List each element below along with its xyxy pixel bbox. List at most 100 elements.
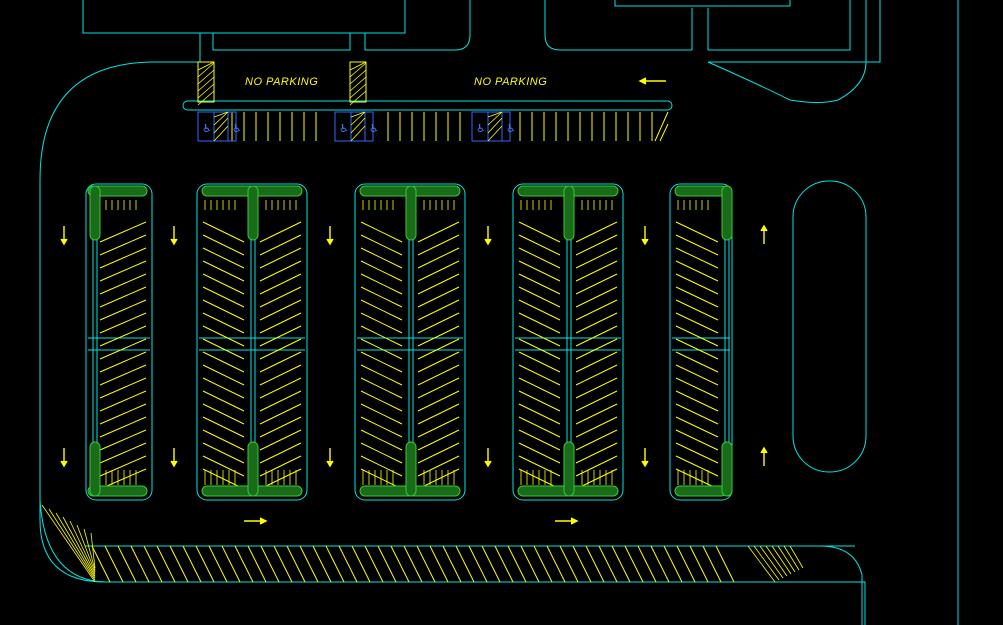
stall-stripe xyxy=(575,416,618,438)
corner-hatch xyxy=(789,545,804,569)
stall-stripe xyxy=(202,351,245,373)
stall-stripe xyxy=(202,416,245,438)
stall-stripe xyxy=(715,545,735,583)
no-parking-label-right: NO PARKING xyxy=(474,76,547,88)
island-curb xyxy=(196,183,308,501)
stall-stripe xyxy=(247,545,267,583)
arrow-down-icon xyxy=(484,226,492,246)
stall-stripe xyxy=(259,403,302,425)
stall-stripe xyxy=(360,325,403,347)
stall-stripe xyxy=(360,260,403,282)
stall-stripe xyxy=(99,351,147,373)
stall-stripe xyxy=(202,364,245,386)
wheelchair-icon: ♿ xyxy=(506,122,516,135)
arrow-right-icon xyxy=(555,517,579,525)
top-curb-strip xyxy=(182,100,673,111)
arrow-down-icon xyxy=(170,226,178,246)
stall-stripe xyxy=(351,545,371,583)
corner-hatch xyxy=(753,545,780,581)
access-aisle-hatch xyxy=(350,111,366,126)
stall-stripe xyxy=(260,545,280,583)
stall-stripe xyxy=(689,545,709,583)
stall-stripe xyxy=(259,247,302,269)
stall-stripe xyxy=(417,299,460,321)
no-parking-hatch-zones xyxy=(197,61,367,106)
stall-stripe xyxy=(417,286,460,308)
wheelchair-icon: ♿ xyxy=(339,122,349,135)
arrow-down-icon xyxy=(60,448,68,468)
stall-stripe xyxy=(99,312,147,334)
stall-stripe xyxy=(364,545,384,583)
stall-stripe xyxy=(676,545,696,583)
stall-stripe xyxy=(611,545,631,583)
lot-perimeter xyxy=(39,0,881,625)
stall-stripe xyxy=(416,545,436,583)
stall-stripe xyxy=(575,234,618,256)
stall-stripe xyxy=(518,364,561,386)
access-aisle-hatch xyxy=(213,111,229,118)
stall-stripe xyxy=(518,325,561,347)
arrow-left-icon xyxy=(638,77,666,85)
stall-stripe xyxy=(202,286,245,308)
stall-stripe xyxy=(575,377,618,399)
stall-stripe xyxy=(585,545,605,583)
stall-stripe xyxy=(99,403,147,425)
stall-stripe xyxy=(575,429,618,451)
stall-stripe xyxy=(675,377,719,399)
parking-island-rows xyxy=(85,183,733,501)
stall-stripe xyxy=(675,325,719,347)
stall-stripe xyxy=(575,390,618,412)
no-parking-hatch xyxy=(349,90,367,106)
stall-stripe xyxy=(575,325,618,347)
stall-stripe xyxy=(259,273,302,295)
stall-stripe xyxy=(390,545,410,583)
stall-stripe xyxy=(99,286,147,308)
no-parking-hatch xyxy=(197,69,215,85)
stall-stripe xyxy=(417,403,460,425)
stall-stripe xyxy=(417,429,460,451)
access-aisle-hatch xyxy=(213,125,229,142)
landscape-island xyxy=(405,185,417,241)
stall-stripe xyxy=(417,390,460,412)
stall-stripe xyxy=(575,403,618,425)
stall-stripe xyxy=(360,429,403,451)
stall-stripe xyxy=(675,312,719,334)
stall-stripe xyxy=(546,545,566,583)
stall-stripe xyxy=(518,312,561,334)
stall-stripe xyxy=(481,545,501,583)
stall-stripe xyxy=(259,390,302,412)
stall-stripe xyxy=(259,234,302,256)
stall-stripe xyxy=(202,325,245,347)
stall-stripe xyxy=(259,260,302,282)
stall-stripe xyxy=(360,364,403,386)
stall-stripe xyxy=(417,247,460,269)
island-curb xyxy=(354,183,466,501)
stall-stripe xyxy=(575,338,618,360)
stall-stripe xyxy=(572,545,592,583)
stall-stripe xyxy=(675,403,719,425)
stall-stripe xyxy=(675,351,719,373)
no-parking-hatch xyxy=(349,83,367,99)
stall-stripe xyxy=(299,545,319,583)
stall-stripe xyxy=(575,286,618,308)
wheelchair-icon: ♿ xyxy=(202,122,212,135)
no-parking-zone xyxy=(197,61,215,103)
stall-stripe xyxy=(360,390,403,412)
stall-stripe xyxy=(99,234,147,256)
stall-stripe xyxy=(360,455,403,477)
no-parking-zone xyxy=(349,61,367,103)
landscape-island xyxy=(721,441,733,497)
no-parking-hatch xyxy=(349,76,367,92)
stall-stripe xyxy=(417,260,460,282)
no-parking-hatch xyxy=(349,69,367,85)
stall-stripe xyxy=(117,545,137,583)
arrow-down-icon xyxy=(170,448,178,468)
stall-stripe xyxy=(360,247,403,269)
arrow-down-icon xyxy=(484,448,492,468)
corner-hatch xyxy=(765,545,788,577)
stall-stripe xyxy=(675,260,719,282)
corner-hatch xyxy=(62,516,96,577)
landscape-island xyxy=(247,441,259,497)
no-parking-hatch xyxy=(349,61,367,71)
stall-stripe xyxy=(202,247,245,269)
